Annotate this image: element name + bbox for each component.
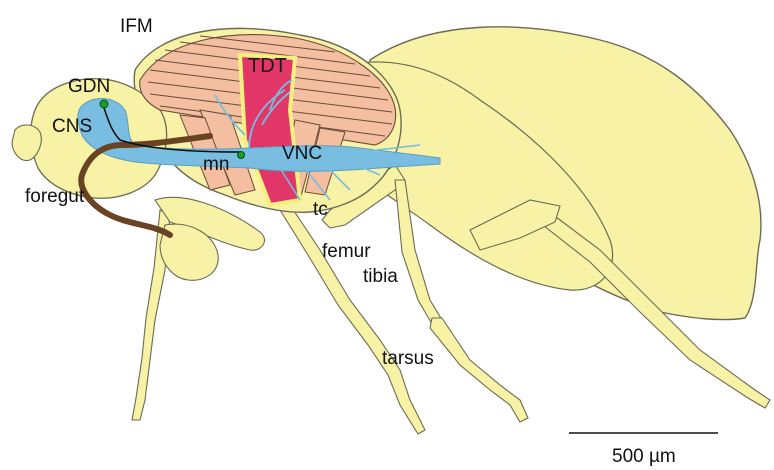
label-femur: femur	[322, 241, 371, 262]
label-cns: CNS	[52, 116, 92, 137]
label-vnc: VNC	[282, 143, 322, 164]
label-tdt: TDT	[248, 55, 287, 77]
label-tibia: tibia	[363, 266, 398, 287]
scale-bar-label: 500 µm	[612, 446, 676, 467]
label-tc: tc	[313, 199, 328, 220]
label-ifm: IFM	[120, 16, 153, 37]
label-mn: mn	[203, 154, 229, 175]
label-foregut: foregut	[25, 186, 85, 207]
label-tarsus: tarsus	[382, 348, 434, 369]
label-gdn: GDN	[68, 76, 110, 97]
middle-leg-tarsus	[430, 318, 528, 422]
mn-soma	[238, 152, 245, 159]
